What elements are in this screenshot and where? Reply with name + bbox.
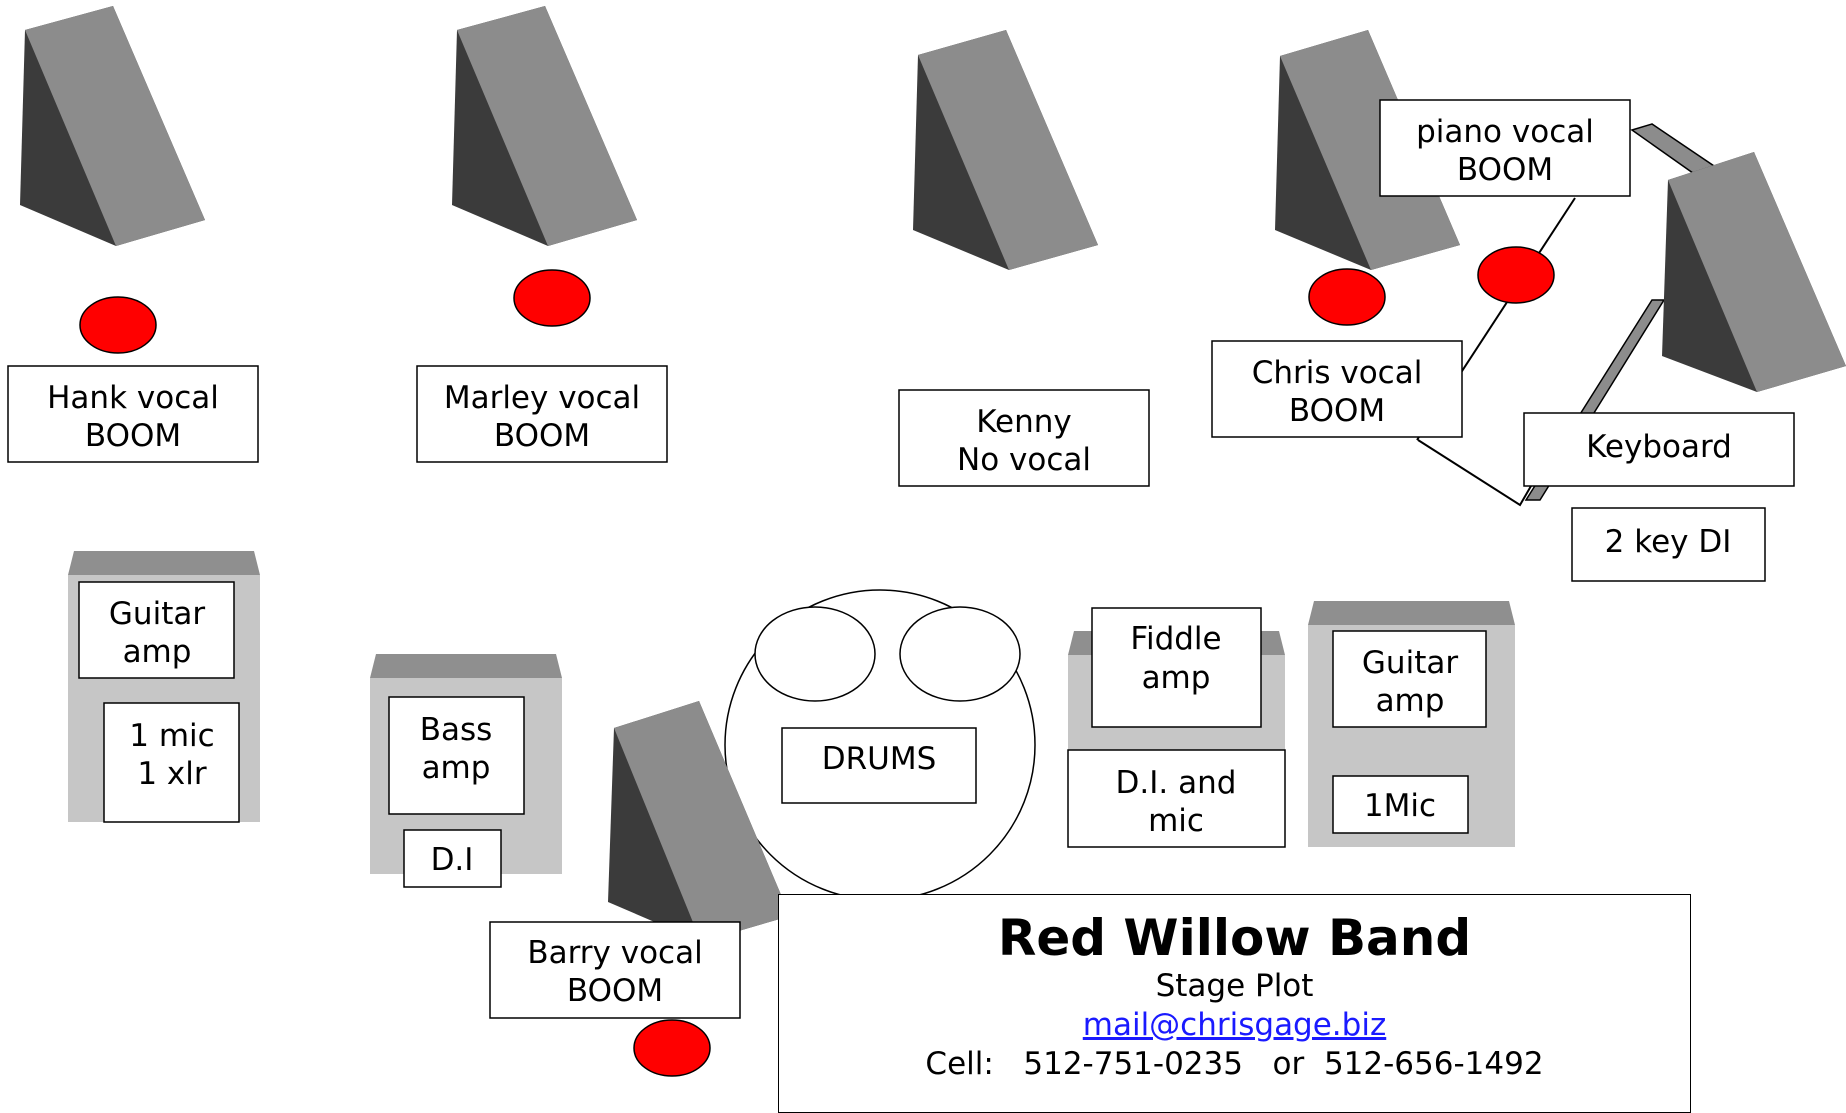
mic-position-chris bbox=[1308, 268, 1386, 326]
amp-guitar-right: Guitar amp 1Mic bbox=[1308, 601, 1515, 847]
amp-fiddle: Fiddle amp D.I. and mic bbox=[1067, 607, 1286, 848]
label-box bbox=[1211, 340, 1463, 438]
label-line-1: piano vocal bbox=[1416, 114, 1594, 150]
monitor-wedge-kenny bbox=[913, 30, 1098, 270]
amp-input-box bbox=[103, 702, 240, 823]
amp-input-line-1: 1Mic bbox=[1364, 788, 1436, 824]
amp-input-box bbox=[1332, 775, 1469, 834]
amp-label-box bbox=[1091, 607, 1262, 728]
cell-phone-numbers: Cell: 512-751-0235 or 512-656-1492 bbox=[925, 1046, 1544, 1082]
label-kenny: Kenny No vocal bbox=[898, 389, 1150, 487]
amp-input-line-1: D.I bbox=[431, 842, 474, 878]
amp-label-box bbox=[1332, 630, 1487, 728]
monitor-wedge-face bbox=[25, 6, 205, 246]
drum-tom-right bbox=[899, 606, 1021, 702]
drum-label: DRUMS bbox=[822, 741, 937, 777]
amp-label-line-1: Guitar bbox=[109, 596, 205, 632]
label-box bbox=[416, 365, 668, 463]
mic-position-hank bbox=[79, 296, 157, 354]
drum-label-box bbox=[781, 727, 977, 804]
monitor-wedge-face bbox=[614, 701, 790, 942]
amp-label-line-1: Fiddle bbox=[1130, 621, 1221, 657]
label-line-1: 2 key DI bbox=[1605, 524, 1732, 560]
amp-input-box bbox=[1067, 749, 1286, 848]
amp-label-line-1: Bass bbox=[420, 712, 493, 748]
monitor-wedge-hank bbox=[20, 6, 205, 246]
amp-guitar-left: Guitar amp 1 mic 1 xlr bbox=[68, 551, 260, 823]
label-line-1: Chris vocal bbox=[1252, 355, 1423, 391]
amp-label-line-2: amp bbox=[123, 634, 192, 670]
monitor-wedge-face bbox=[1280, 30, 1460, 270]
amp-input-line-2: 1 xlr bbox=[137, 756, 207, 792]
amp-top bbox=[68, 551, 260, 575]
amp-top bbox=[370, 654, 562, 678]
drum-tom-left bbox=[754, 606, 876, 702]
label-keyboard: Keyboard bbox=[1523, 412, 1795, 487]
label-line-1: Hank vocal bbox=[47, 380, 219, 416]
label-line-2: BOOM bbox=[494, 418, 590, 454]
mic-position-piano bbox=[1477, 246, 1555, 304]
label-line-2: BOOM bbox=[1289, 393, 1385, 429]
label-box bbox=[898, 389, 1150, 487]
label-chris-vocal: Chris vocal BOOM bbox=[1211, 340, 1463, 438]
monitor-wedge-face bbox=[1668, 152, 1846, 392]
label-key-di: 2 key DI bbox=[1571, 507, 1766, 582]
monitor-wedge-marley bbox=[452, 6, 637, 246]
monitor-wedge-barry bbox=[608, 701, 790, 942]
amp-label-line-1: Guitar bbox=[1362, 645, 1458, 681]
monitor-wedge-keyboard bbox=[1662, 152, 1846, 392]
label-hank-vocal: Hank vocal BOOM bbox=[7, 365, 259, 463]
amp-label-box bbox=[78, 581, 235, 679]
amp-top bbox=[1308, 601, 1515, 625]
label-line-2: BOOM bbox=[85, 418, 181, 454]
label-box bbox=[7, 365, 259, 463]
label-box bbox=[489, 921, 741, 1019]
label-box bbox=[1379, 99, 1631, 197]
label-line-2: BOOM bbox=[567, 973, 663, 1009]
label-line-1: Barry vocal bbox=[527, 935, 702, 971]
amp-input-box bbox=[403, 829, 502, 888]
amp-input-line-1: 1 mic bbox=[129, 718, 214, 754]
mic-position-marley bbox=[513, 269, 591, 327]
label-box bbox=[1571, 507, 1766, 582]
email-link[interactable]: mail@chrisgage.biz bbox=[1082, 1007, 1387, 1043]
label-marley-vocal: Marley vocal BOOM bbox=[416, 365, 668, 463]
title-block: Red Willow Band Stage Plot mail@chrisgag… bbox=[778, 894, 1691, 1113]
amp-label-line-2: amp bbox=[1142, 660, 1211, 696]
label-line-1: Kenny bbox=[976, 404, 1072, 440]
label-line-1: Keyboard bbox=[1586, 429, 1732, 465]
amp-bass: Bass amp D.I bbox=[370, 654, 562, 888]
label-barry-vocal: Barry vocal BOOM bbox=[489, 921, 741, 1019]
label-piano-vocal: piano vocal BOOM bbox=[1379, 99, 1631, 197]
label-line-1: Marley vocal bbox=[444, 380, 640, 416]
drum-kit: DRUMS bbox=[724, 589, 1036, 901]
label-box bbox=[1523, 412, 1795, 487]
amp-input-line-2: mic bbox=[1148, 803, 1204, 839]
monitor-wedge-chris bbox=[1275, 30, 1460, 270]
monitor-wedge-face bbox=[457, 6, 637, 246]
band-name: Red Willow Band bbox=[997, 909, 1472, 967]
label-line-2: No vocal bbox=[957, 442, 1091, 478]
amp-label-line-2: amp bbox=[1376, 683, 1445, 719]
mic-position-barry bbox=[633, 1019, 711, 1077]
amp-label-line-2: amp bbox=[422, 750, 491, 786]
amp-label-box bbox=[388, 696, 525, 815]
stage-plot-subtitle: Stage Plot bbox=[1155, 968, 1314, 1004]
label-line-2: BOOM bbox=[1457, 152, 1553, 188]
amp-input-line-1: D.I. and bbox=[1116, 765, 1237, 801]
monitor-wedge-face bbox=[918, 30, 1098, 270]
